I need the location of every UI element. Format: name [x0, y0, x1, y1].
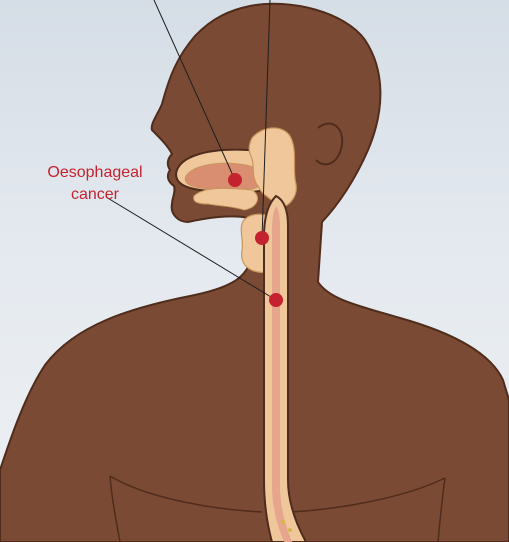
marker-oesophagus [269, 293, 283, 307]
marker-larynx [255, 231, 269, 245]
stomach-dot [281, 520, 285, 524]
oesophageal-cancer-label-line2: cancer [38, 184, 152, 206]
body-silhouette [0, 4, 509, 542]
marker-mouth [228, 173, 242, 187]
oesophageal-cancer-label: Oesophageal cancer [38, 162, 152, 206]
oesophageal-cancer-label-line1: Oesophageal [38, 162, 152, 184]
stomach-dot [288, 528, 292, 532]
